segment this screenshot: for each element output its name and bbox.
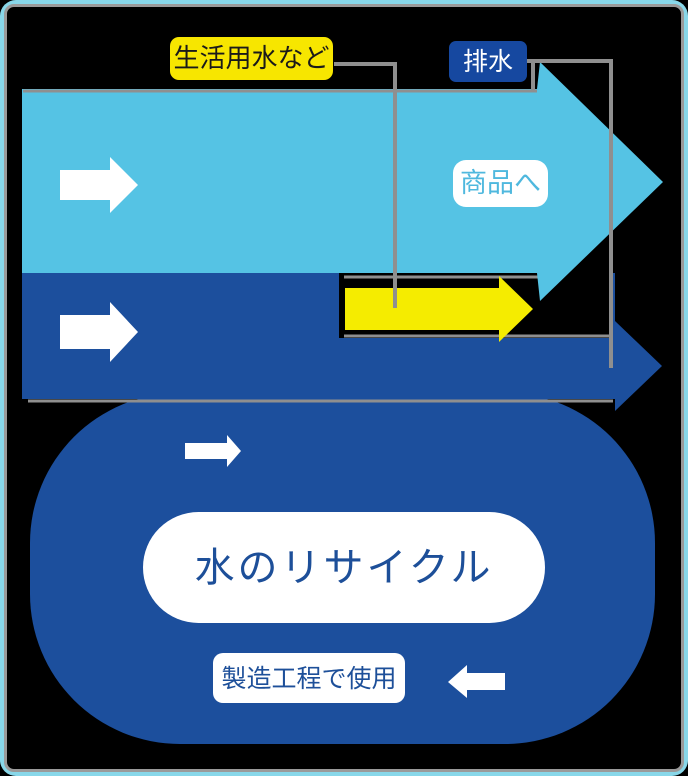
manufacturing-use-label: 製造工程で使用 bbox=[213, 653, 405, 703]
recycle-loop-arrow-top bbox=[185, 435, 241, 467]
dark-blue-flow-arrow-head bbox=[615, 321, 662, 411]
to-products-label: 商品へ bbox=[453, 160, 548, 207]
yellow-branch-arrow bbox=[345, 276, 533, 342]
domestic-water-connector-line bbox=[334, 62, 397, 308]
domestic-water-label: 生活用水など bbox=[170, 37, 333, 80]
white-arrow-in-light-flow bbox=[60, 157, 138, 213]
recycle-loop-arrow-bottom bbox=[448, 665, 505, 698]
light-blue-flow-arrow bbox=[22, 62, 663, 301]
drainage-label: 排水 bbox=[449, 41, 527, 82]
water-recycle-title: 水のリサイクル bbox=[143, 512, 545, 623]
white-arrow-in-dark-flow bbox=[60, 302, 138, 362]
drainage-connector-line bbox=[527, 59, 613, 368]
